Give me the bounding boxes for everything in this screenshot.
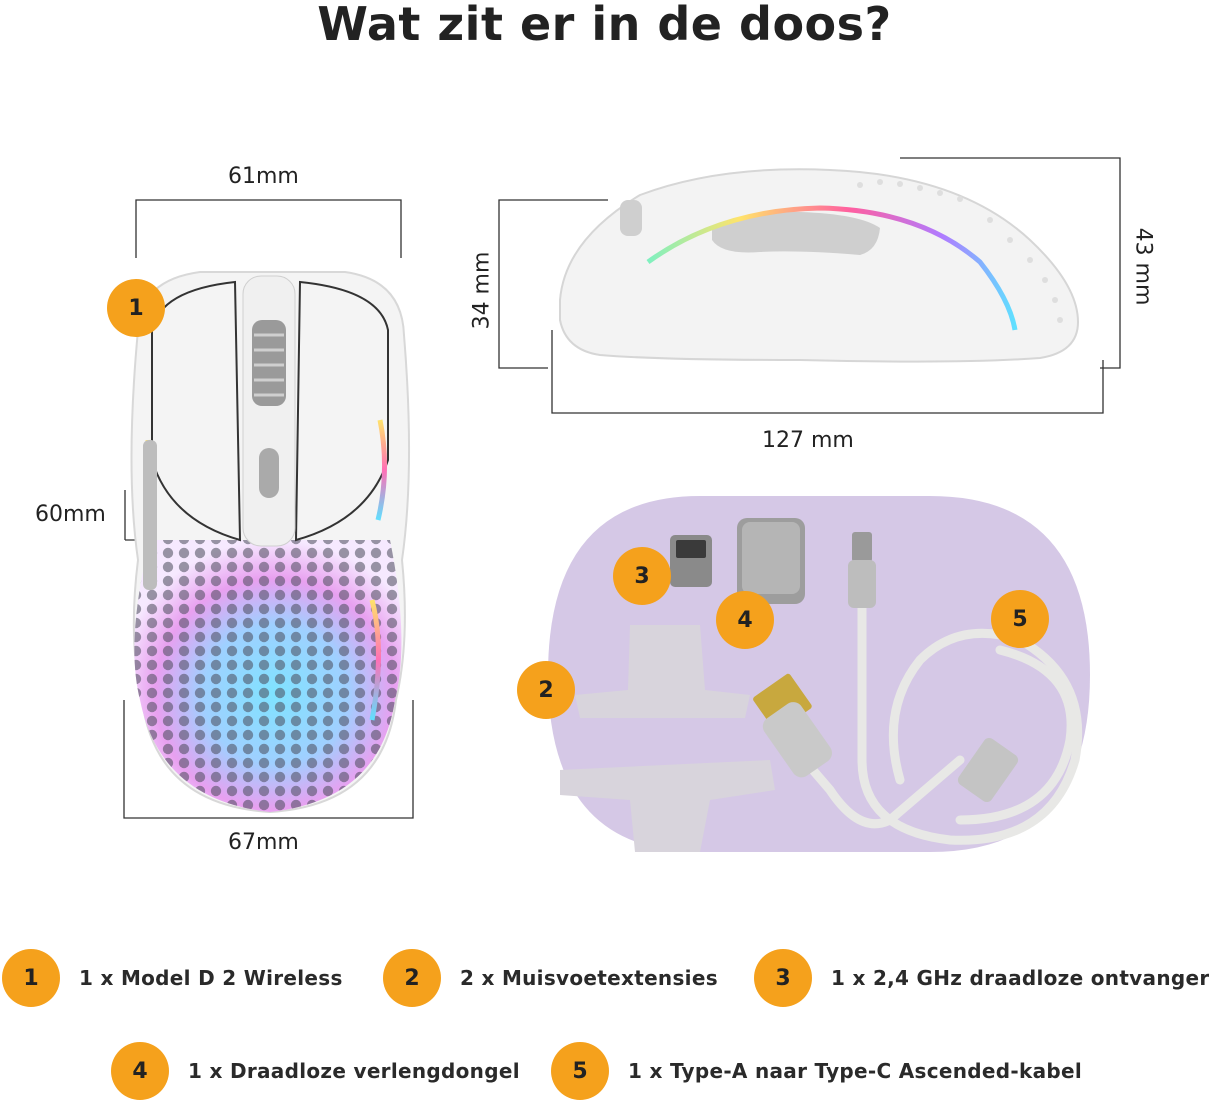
legend-item-2: 2 2 x Muisvoetextensies: [383, 949, 718, 1007]
legend-badge: 5: [551, 1042, 609, 1100]
callout-badge-feet: 2: [517, 661, 575, 719]
side-view-dimension-lines: [498, 157, 1121, 414]
dimension-bottom-width: 67mm: [228, 830, 299, 855]
dimension-side-height: 60mm: [35, 502, 106, 527]
mouse-side-view: [559, 168, 1080, 363]
legend-badge: 1: [2, 949, 60, 1007]
legend-badge: 4: [111, 1042, 169, 1100]
mouse-feet-icon: [560, 625, 775, 852]
usb-receiver-icon: [670, 535, 712, 587]
mouse-top-view: [130, 271, 411, 814]
legend-label: 1 x 2,4 GHz draadloze ontvanger: [831, 966, 1209, 990]
legend-item-5: 5 1 x Type-A naar Type-C Ascended-kabel: [551, 1042, 1082, 1100]
legend-item-3: 3 1 x 2,4 GHz draadloze ontvanger: [754, 949, 1209, 1007]
dimension-length: 127 mm: [762, 428, 854, 453]
page-title: Wat zit er in de doos?: [317, 0, 892, 51]
legend-item-4: 4 1 x Draadloze verlengdongel: [111, 1042, 520, 1100]
legend-item-1: 1 1 x Model D 2 Wireless: [2, 949, 343, 1007]
legend-label: 2 x Muisvoetextensies: [460, 966, 718, 990]
dimension-back-height: 43 mm: [1130, 227, 1156, 306]
legend-badge: 3: [754, 949, 812, 1007]
legend-badge: 2: [383, 949, 441, 1007]
callout-badge-dongle: 4: [716, 591, 774, 649]
dongle-icon: [737, 518, 805, 604]
dimension-top-width: 61mm: [228, 164, 299, 189]
usb-cable-icon: [795, 585, 1083, 845]
accessories-panel: [548, 496, 1090, 852]
callout-badge-receiver: 3: [613, 547, 671, 605]
legend-label: 1 x Model D 2 Wireless: [79, 966, 343, 990]
callout-badge-cable: 5: [991, 590, 1049, 648]
callout-badge-mouse: 1: [107, 279, 165, 337]
dimension-front-height: 34 mm: [469, 251, 495, 330]
legend-label: 1 x Draadloze verlengdongel: [188, 1059, 520, 1083]
legend-label: 1 x Type-A naar Type-C Ascended-kabel: [628, 1059, 1083, 1083]
